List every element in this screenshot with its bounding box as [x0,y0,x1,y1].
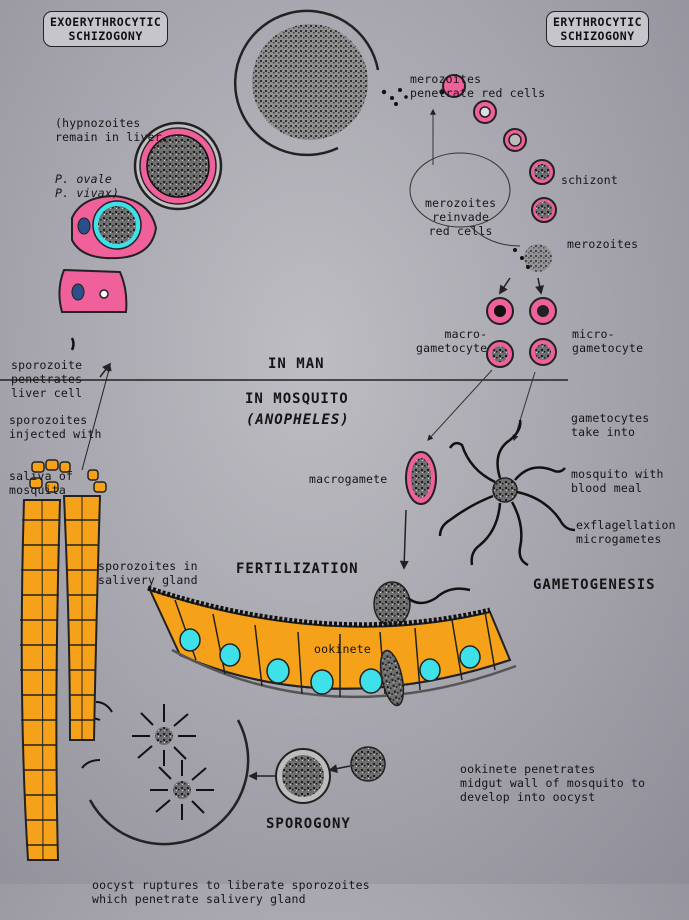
released-merozoites [382,88,408,106]
erythrocytic-schizogony-box: ERYTHROCYTIC SCHIZOGONY [546,11,649,47]
ookinete-label: ookinete [314,642,371,656]
red-cell-trophozoite [504,129,526,151]
microgametocyte-label: micro-gametocyte [572,299,643,369]
mature-oocyst [276,749,330,803]
exflagellation-label: exflagellationmicrogametes [576,490,676,560]
microgametocyte-cell-2 [530,339,556,365]
exflagellating-microgametocyte [440,420,575,565]
sporozoites-injected-label: sporozoitesinjected with saliva ofmosqui… [9,385,102,511]
fertilization-label: FERTILIZATION [236,561,359,577]
ery-box-line1: ERYTHROCYTIC [553,15,642,29]
red-cell-schizont-1 [530,160,554,184]
young-oocyst [351,747,385,781]
macrogametocyte-label: macro-gametocyte [416,299,487,369]
sporogony-label: SPOROGONY [266,816,351,832]
oocyst-ruptures-label: oocyst ruptures to liberate sporozoitesw… [92,850,370,920]
ery-box-line2: SCHIZOGONY [553,29,642,43]
exo-box-line1: EXOERYTHROCYTIC [50,15,161,29]
gametogenesis-label: GAMETOGENESIS [533,577,656,593]
in-man-label: IN MAN [268,356,325,372]
merozoites-burst [513,244,552,272]
schizont-label: schizont [561,173,618,187]
anopheles-label: (ANOPHELES) [246,412,350,428]
merozoites-reinvade-label: merozoitesreinvadered cells [425,168,496,252]
rupturing-oocyst [82,702,248,844]
exoerythrocytic-schizogony-box: EXOERYTHROCYTIC SCHIZOGONY [43,11,168,47]
sporozoites-gland-label: sporozoites insalivery gland [98,531,198,601]
macrogamete-label: macrogamete [309,472,387,486]
microgametocyte-cell-1 [530,298,556,324]
exo-box-line2: SCHIZOGONY [50,29,161,43]
rupturing-schizont [235,11,378,155]
macrogametocyte-cell-2 [487,341,513,367]
salivary-gland [20,460,106,860]
macrogametocyte-cell-1 [487,298,513,324]
merozoites-penetrate-label: merozoitespenetrate red cells [410,44,545,114]
in-mosquito-label: IN MOSQUITO [245,391,349,407]
liver-cell-infected [59,270,126,312]
merozoites-label: merozoites [567,237,638,251]
macrogamete-cell [406,452,436,504]
hypnozoites-label: (hypnozoitesremain in liver, P. ovaleP. … [55,88,169,214]
ookinete-penetrates-label: ookinete penetratesmidgut wall of mosqui… [460,734,645,818]
red-cell-schizont-2 [532,198,556,222]
